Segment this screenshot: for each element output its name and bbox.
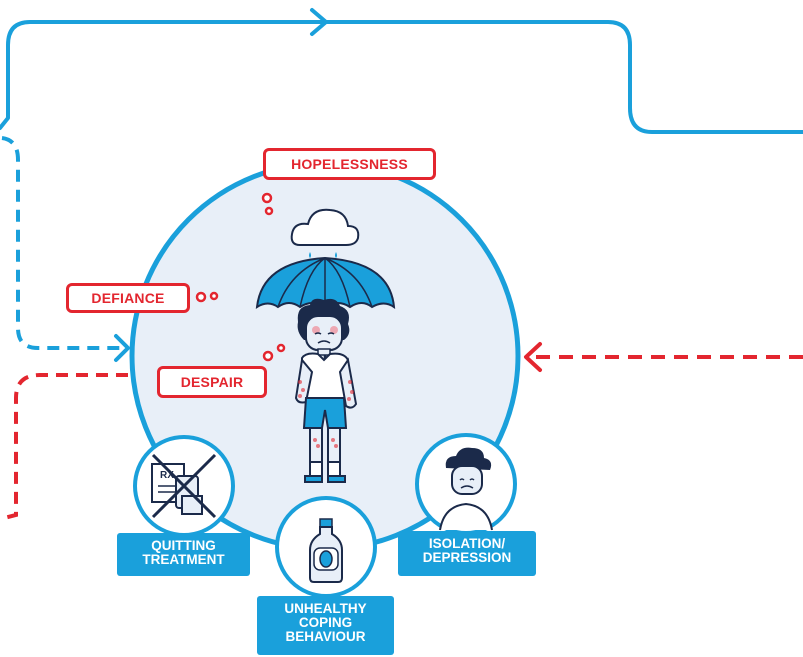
crossed-out-prescription-icon: RX (133, 435, 235, 537)
unhealthy-line3: BEHAVIOUR (285, 629, 366, 644)
unhealthy-line2: COPING (298, 615, 353, 630)
thought-dots-hopelessness (261, 192, 274, 216)
sad-person-under-cloud-icon (415, 433, 517, 535)
hopelessness-label: HOPELESSNESS (263, 148, 436, 180)
thought-dots-defiance (195, 291, 219, 303)
unhealthy-coping-caption: UNHEALTHY COPING BEHAVIOUR (257, 596, 394, 655)
isolation-line1: ISOLATION/ (428, 536, 506, 551)
left-blue-dashed-line (1, 136, 128, 350)
isolation-depression-caption: ISOLATION/ DEPRESSION (398, 531, 536, 576)
unhealthy-line1: UNHEALTHY (284, 601, 367, 616)
top-blue-loop-line (0, 20, 803, 134)
umbrella-icon (255, 256, 396, 392)
left-arrow-head (114, 334, 130, 362)
sad-person-icon (294, 298, 358, 483)
isolation-line2: DEPRESSION (422, 550, 512, 565)
top-arrow-head (310, 8, 328, 36)
quitting-line1: QUITTING (151, 538, 216, 553)
thought-dots-despair (262, 343, 286, 362)
left-red-dashed-line (3, 373, 128, 520)
despair-label: DESPAIR (157, 366, 267, 398)
defiance-label: DEFIANCE (66, 283, 190, 313)
svg-text:RX: RX (160, 470, 174, 481)
bottle-icon (275, 496, 377, 598)
quitting-treatment-caption: QUITTING TREATMENT (117, 533, 250, 576)
right-arrow-head (524, 342, 542, 372)
quitting-line2: TREATMENT (142, 552, 225, 567)
rain-cloud-icon (290, 208, 360, 276)
